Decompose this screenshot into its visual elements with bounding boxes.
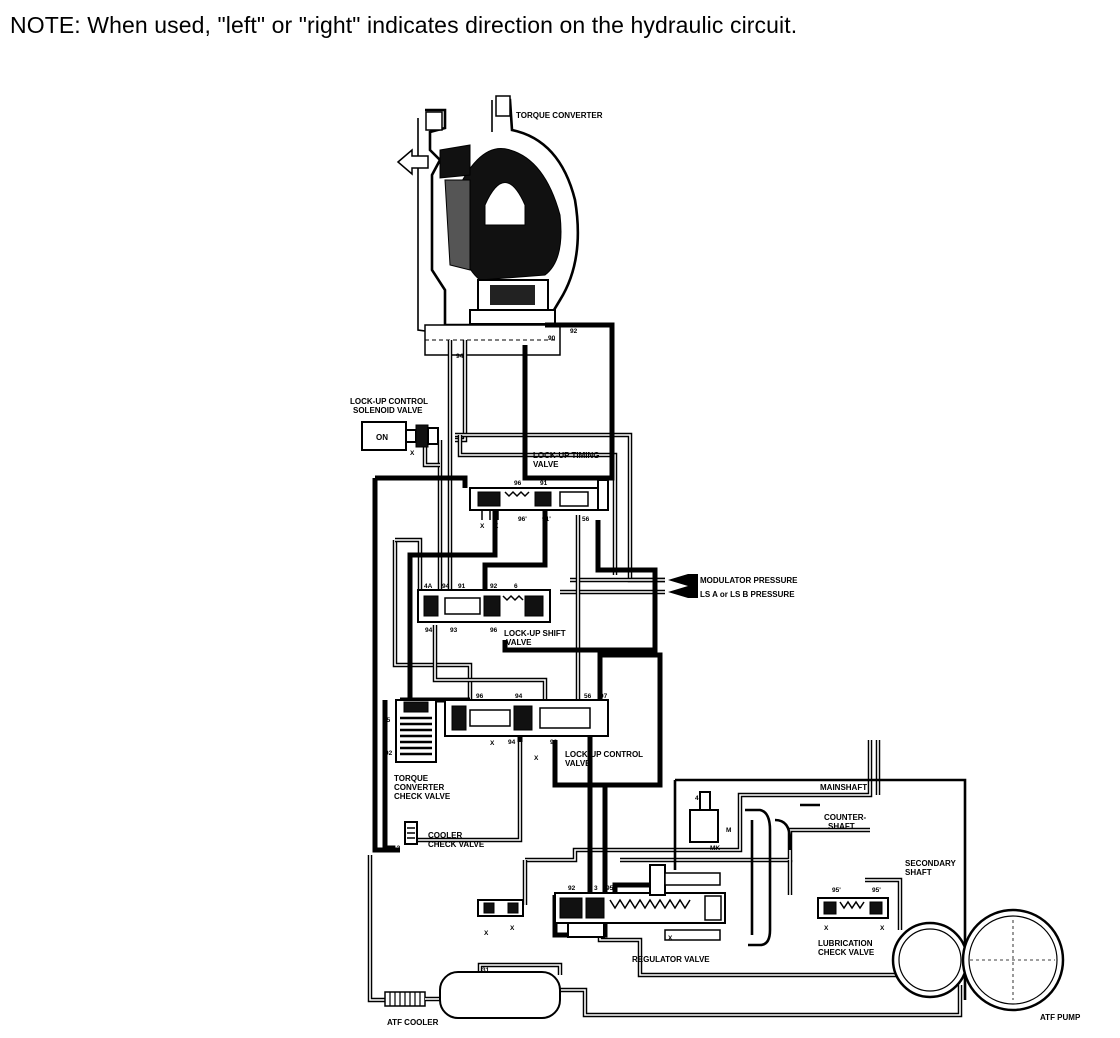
x-mark: X bbox=[484, 930, 489, 937]
port-91p: 91' bbox=[542, 516, 551, 523]
torque-converter: TORQUE CONVERTER bbox=[396, 95, 603, 356]
port-4: 4 bbox=[695, 795, 699, 802]
port-96c: 96 bbox=[476, 693, 484, 700]
port-95d: 95' bbox=[832, 887, 841, 894]
relief-valve bbox=[477, 899, 524, 917]
timing-label-1: LOCK-UP TIMING bbox=[533, 451, 600, 460]
port-13: 13 bbox=[393, 845, 401, 852]
countershaft-label-2: SHAFT bbox=[828, 822, 855, 831]
port-92d: 92 bbox=[550, 739, 558, 746]
shift-label-1: LOCK-UP SHIFT bbox=[504, 629, 566, 638]
regulator-valve: 92 3 95 REGULATOR VALVE X X X bbox=[484, 864, 726, 964]
torque-converter-check-valve: 95 92 TORQUE CONVERTER CHECK VALVE bbox=[383, 699, 451, 801]
lubrication-label-1: LUBRICATION bbox=[818, 939, 873, 948]
x-mark: X bbox=[480, 523, 485, 530]
port-94: 94 bbox=[456, 353, 464, 360]
port-94b: 94 bbox=[442, 583, 450, 590]
x-mark: X bbox=[880, 925, 885, 932]
x-mark: X bbox=[668, 935, 673, 942]
x-mark: X bbox=[534, 755, 539, 762]
timing-label-2: VALVE bbox=[533, 460, 559, 469]
port-92f: 92 bbox=[568, 885, 576, 892]
tc-check-label-3: CHECK VALVE bbox=[394, 792, 451, 801]
mainshaft-label: MAINSHAFT bbox=[820, 783, 867, 792]
port-91: 91 bbox=[540, 480, 548, 487]
lubrication-label-2: CHECK VALVE bbox=[818, 948, 875, 957]
port-92b: 92 bbox=[490, 583, 498, 590]
control-valve-label-2: VALVE bbox=[565, 759, 591, 768]
torque-converter-label: TORQUE CONVERTER bbox=[516, 111, 603, 120]
x-mark: X bbox=[490, 740, 495, 747]
port-94c: 94 bbox=[425, 627, 433, 634]
control-valve-label-1: LOCK-UP CONTROL bbox=[565, 750, 643, 759]
secondary-shaft-label-2: SHAFT bbox=[905, 868, 932, 877]
shift-label-2: VALVE bbox=[506, 638, 532, 647]
port-4a: 4A bbox=[424, 583, 433, 590]
solenoid-state: ON bbox=[376, 433, 388, 442]
tc-check-label-1: TORQUE bbox=[394, 774, 429, 783]
port-m: M bbox=[726, 827, 731, 834]
atf-cooler-label: ATF COOLER bbox=[387, 1018, 439, 1027]
port-92: 92 bbox=[570, 328, 578, 335]
x-mark: X bbox=[510, 925, 515, 932]
lockup-timing-valve: LOCK-UP TIMING VALVE X X 96 91 96' 91' 5… bbox=[456, 328, 609, 530]
lockup-shift-valve: LOCK-UP SHIFT VALVE 4A 94 91 92 6 94 93 … bbox=[417, 583, 566, 647]
regulator-label: REGULATOR VALVE bbox=[632, 955, 710, 964]
ls-pressure-label: LS A or LS B PRESSURE bbox=[700, 590, 795, 599]
port-93: 93 bbox=[450, 627, 458, 634]
port-96p: 96' bbox=[518, 516, 527, 523]
countershaft-label-1: COUNTER- bbox=[824, 813, 867, 822]
lubrication-check-valve: SECONDARY SHAFT 95' 95' X X LUBRICATION … bbox=[817, 859, 956, 957]
cooler-check-label-1: COOLER bbox=[428, 831, 462, 840]
port-97: 97 bbox=[600, 693, 608, 700]
cooler-check-valve: COOLER CHECK VALVE 13 bbox=[393, 821, 485, 852]
atf-pump-label: ATF PUMP bbox=[1040, 1013, 1081, 1022]
tc-check-label-2: CONVERTER bbox=[394, 783, 444, 792]
page-note: NOTE: When used, "left" or "right" indic… bbox=[10, 12, 798, 38]
port-95e: 95' bbox=[872, 887, 881, 894]
atf-cooler: ATF COOLER 31 bbox=[384, 967, 561, 1027]
port-31: 31 bbox=[482, 967, 490, 974]
port-3: 3 bbox=[594, 885, 598, 892]
x-mark: X bbox=[494, 523, 499, 530]
thin-lines bbox=[367, 340, 963, 1018]
lockup-control-valve: LOCK-UP CONTROL VALVE 96 94 56 97 94 92 … bbox=[444, 693, 643, 768]
x-mark: X bbox=[410, 450, 415, 457]
x-mark: X bbox=[824, 925, 829, 932]
port-92e: 92 bbox=[385, 750, 393, 757]
lockup-control-solenoid-valve: LOCK-UP CONTROL SOLENOID VALVE ON X bbox=[350, 397, 439, 457]
port-90: 90 bbox=[548, 335, 556, 342]
port-mk: MK bbox=[710, 845, 720, 852]
port-96b: 96 bbox=[490, 627, 498, 634]
port-96: 96 bbox=[514, 480, 522, 487]
port-56b: 56 bbox=[584, 693, 592, 700]
atf-pump: ATF PUMP bbox=[891, 908, 1081, 1022]
solenoid-label-1: LOCK-UP CONTROL bbox=[350, 397, 428, 406]
pressure-inputs: MODULATOR PRESSURE LS A or LS B PRESSURE bbox=[668, 574, 798, 599]
port-95: 95 bbox=[383, 717, 391, 724]
port-94e: 94 bbox=[508, 739, 516, 746]
port-91b: 91 bbox=[458, 583, 466, 590]
shaft-section: MAINSHAFT COUNTER- SHAFT 4 MK M bbox=[673, 778, 967, 1000]
port-94d: 94 bbox=[515, 693, 523, 700]
secondary-shaft-label-1: SECONDARY bbox=[905, 859, 956, 868]
port-56: 56 bbox=[582, 516, 590, 523]
solenoid-label-2: SOLENOID VALVE bbox=[353, 406, 423, 415]
cooler-check-label-2: CHECK VALVE bbox=[428, 840, 485, 849]
port-95c: 95 bbox=[606, 885, 614, 892]
port-6: 6 bbox=[514, 583, 518, 590]
modulator-pressure-label: MODULATOR PRESSURE bbox=[700, 576, 798, 585]
